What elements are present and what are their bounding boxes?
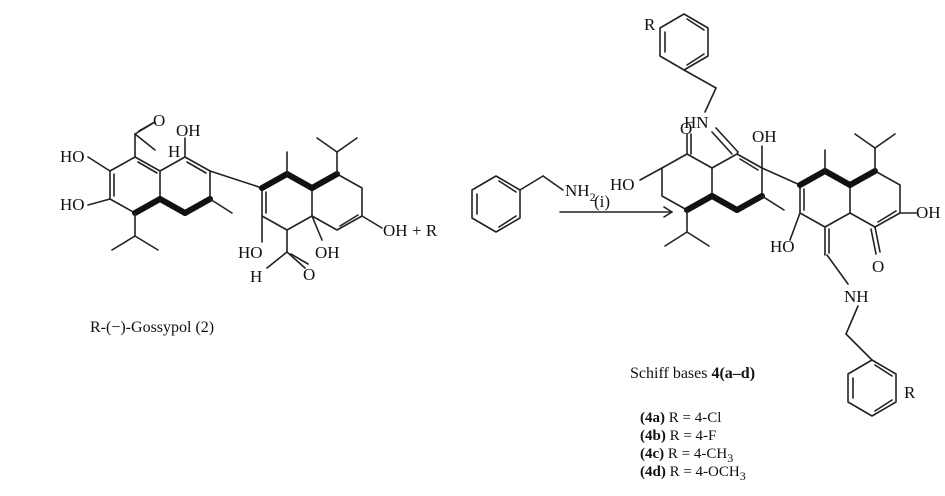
gossypol-oh-2: OH	[383, 221, 408, 240]
variant-4a: (4a) R = 4-Cl	[640, 410, 721, 426]
schiff-base-structure: R HN HO O OH HO O OH NH R	[610, 13, 941, 417]
product-nh: NH	[844, 287, 869, 306]
product-ho-left: HO	[610, 175, 635, 194]
gossypol-name: R-(−)-Gossypol (2)	[90, 319, 214, 336]
gossypol-o-2: O	[303, 265, 315, 284]
benzylamine-structure: + R NH2	[412, 175, 596, 240]
product-r-bottom: R	[904, 383, 916, 402]
gossypol-ho-3: HO	[238, 243, 263, 262]
variant-4d: (4d) R = 4-OCH3	[640, 464, 746, 483]
product-ho-right: HO	[770, 237, 795, 256]
gossypol-oh-1: OH	[176, 121, 201, 140]
reaction-arrow: (i)	[559, 192, 673, 218]
product-o-left: O	[680, 119, 692, 138]
gossypol-o-1: O	[153, 111, 165, 130]
product-oh-middle: OH	[752, 127, 777, 146]
gossypol-oh-3: OH	[315, 243, 340, 262]
gossypol-structure: HO HO OH O H OH HO OH H O	[60, 111, 408, 286]
product-o-right: O	[872, 257, 884, 276]
plus-sign: + R	[412, 221, 438, 240]
product-hn: HN	[684, 113, 709, 132]
product-oh-right: OH	[916, 203, 941, 222]
amine-nh2: NH2	[565, 181, 596, 204]
product-r-top: R	[644, 15, 656, 34]
variant-4c: (4c) R = 4-CH3	[640, 446, 733, 465]
variant-list: (4a) R = 4-Cl (4b) R = 4-F (4c) R = 4-CH…	[640, 410, 746, 483]
gossypol-ho-1: HO	[60, 147, 85, 166]
reaction-condition: (i)	[594, 192, 610, 211]
gossypol-ho-2: HO	[60, 195, 85, 214]
gossypol-h-2: H	[250, 267, 262, 286]
gossypol-h-1: H	[168, 142, 180, 161]
product-caption: Schiff bases 4(a–d)	[630, 365, 755, 382]
variant-4b: (4b) R = 4-F	[640, 428, 716, 444]
